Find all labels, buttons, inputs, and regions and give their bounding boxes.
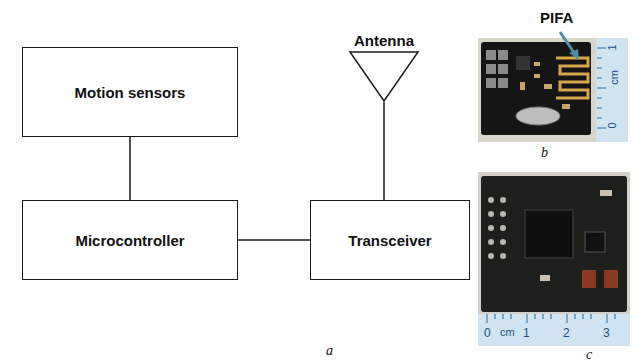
callout-label: PIFA — [540, 10, 573, 25]
antenna-triangle — [344, 50, 424, 102]
block-label: Microcontroller — [75, 232, 184, 249]
ruler-number: 1 — [607, 44, 618, 50]
ruler-number: cm — [609, 70, 620, 85]
ruler — [478, 314, 630, 346]
board-photo — [478, 172, 630, 314]
block-label: Antenna — [354, 32, 414, 49]
block-label: Transceiver — [348, 232, 431, 249]
figure-label: b — [541, 146, 548, 160]
connector-line — [383, 102, 385, 200]
block-box: Microcontroller — [22, 200, 238, 280]
ruler — [596, 38, 628, 142]
callout-arrow — [560, 32, 579, 60]
module-photo — [478, 38, 596, 142]
antenna-symbol: Antenna — [344, 32, 424, 102]
ruler-number: cm — [500, 327, 515, 338]
ruler-number: 2 — [563, 327, 570, 339]
figure-label: a — [326, 344, 333, 358]
ruler-number: 0 — [484, 327, 491, 339]
connector-line — [238, 239, 310, 241]
ruler-number: 3 — [603, 327, 610, 339]
figure-label: c — [586, 348, 592, 362]
ruler-number: 0 — [607, 122, 618, 128]
block-box: Motion sensors — [22, 47, 238, 137]
block-label: Motion sensors — [75, 84, 186, 101]
antenna-outline — [350, 52, 418, 101]
block-box: Transceiver — [310, 200, 470, 280]
connector-line — [129, 137, 131, 200]
ruler-number: 1 — [523, 327, 530, 339]
